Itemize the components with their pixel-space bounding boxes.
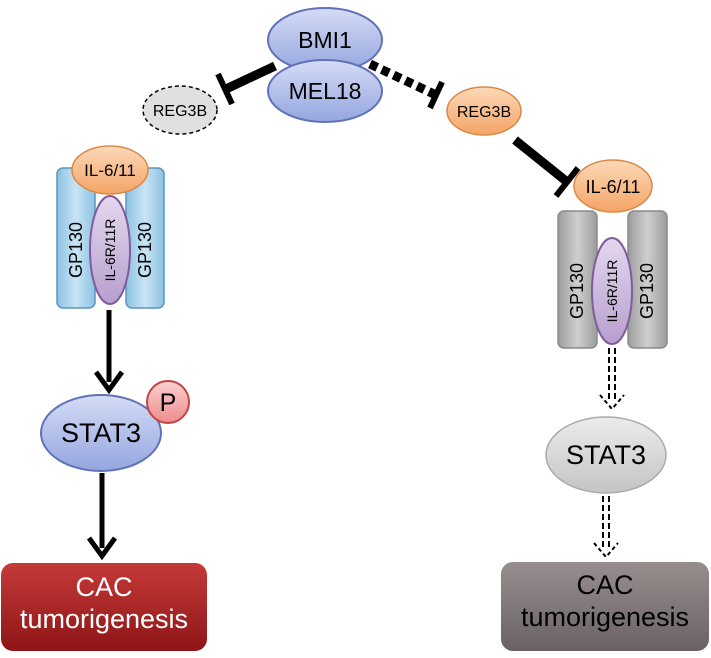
bmi1-label: BMI1 <box>298 27 352 53</box>
left-outcome-line1: CAC <box>75 572 132 602</box>
right-reg3b-node <box>446 86 522 136</box>
inhibit-arrow-right-reg3b <box>368 59 445 110</box>
inhibit-arrow-left-reg3b <box>215 61 277 106</box>
left-outcome-box <box>1 563 207 651</box>
mel18-node <box>267 59 383 123</box>
right-ligand-node <box>573 159 653 213</box>
phospho-node <box>146 380 190 424</box>
mel18-label: MEL18 <box>289 78 362 104</box>
left-il6r-label: IL-6R/11R <box>102 219 118 282</box>
right-outcome-line1: CAC <box>576 570 633 600</box>
inhibit-arrow-right-ligand <box>512 136 581 198</box>
right-weak-arrow-2 <box>593 496 619 559</box>
left-gp130-right-label: GP130 <box>135 222 155 278</box>
right-gp130-left-label: GP130 <box>567 263 587 319</box>
left-outcome-line2: tumorigenesis <box>20 604 188 634</box>
left-activation-arrow-2 <box>86 473 118 561</box>
left-stat3-node <box>40 394 162 472</box>
right-gp130-right-label: GP130 <box>637 263 657 319</box>
right-reg3b-label: REG3B <box>457 104 511 121</box>
right-stat3-label: STAT3 <box>566 440 646 470</box>
left-il6r-node <box>89 195 131 305</box>
right-il6r-label: IL-6R/11R <box>604 260 620 323</box>
right-weak-arrow-1 <box>599 348 625 411</box>
left-reg3b-label: REG3B <box>153 103 207 120</box>
left-stat3-label: STAT3 <box>61 418 141 448</box>
left-ligand-node <box>71 145 149 195</box>
left-reg3b-node <box>142 85 218 135</box>
right-stat3-node <box>545 416 667 494</box>
left-gp130-left-label: GP130 <box>66 222 86 278</box>
phospho-label: P <box>160 389 177 417</box>
left-ligand-label: IL-6/11 <box>84 161 136 180</box>
right-il6r-node <box>591 237 633 345</box>
right-outcome-box <box>501 562 709 651</box>
left-activation-arrow-1 <box>93 310 125 395</box>
right-ligand-label: IL-6/11 <box>586 177 641 197</box>
right-outcome-line2: tumorigenesis <box>521 602 689 632</box>
